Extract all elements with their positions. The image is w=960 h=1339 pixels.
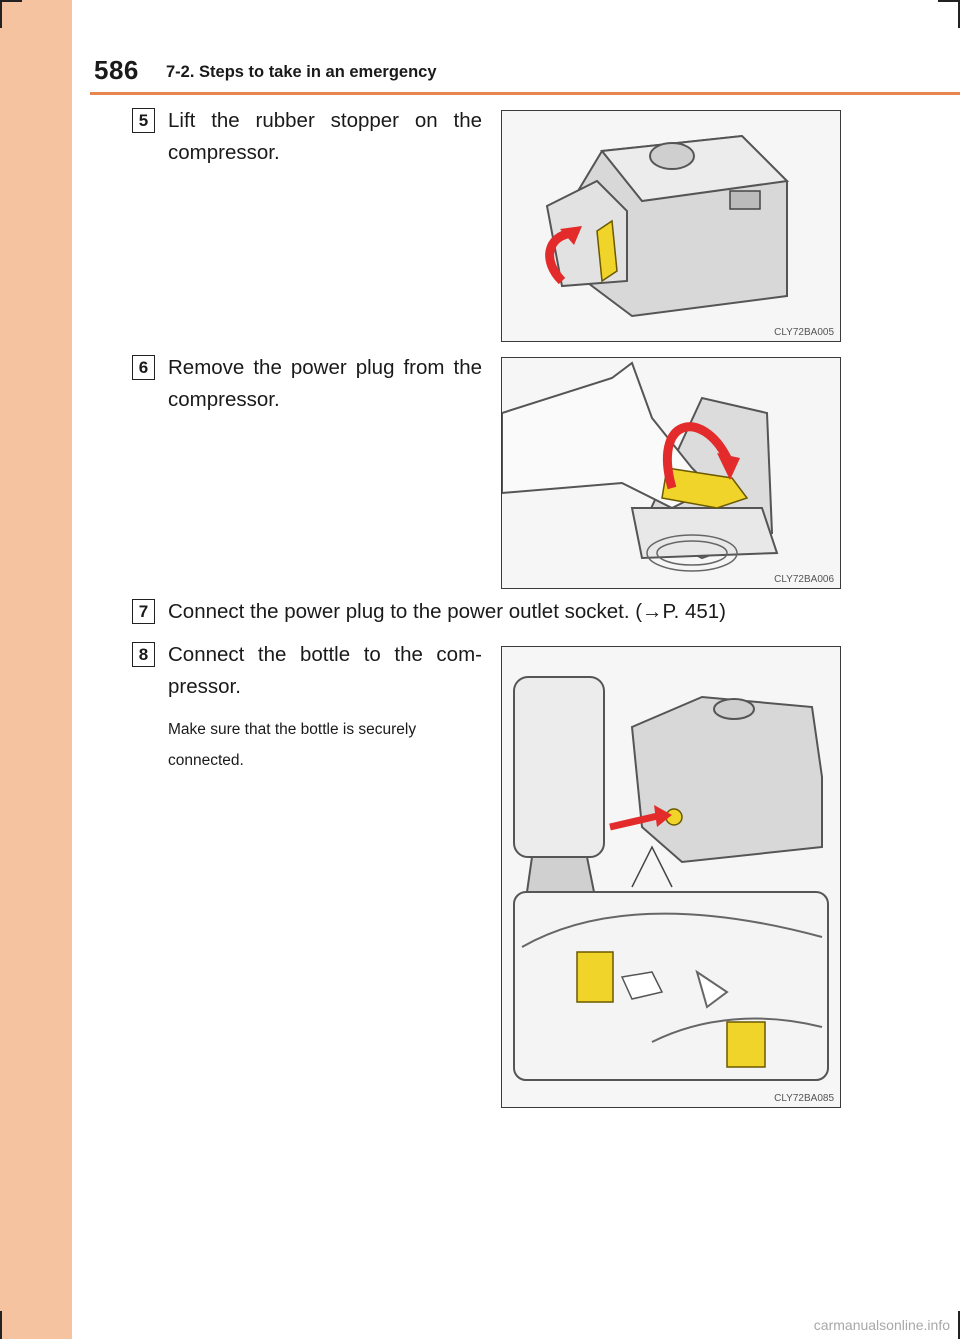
figure-code: CLY72BA085 (774, 1093, 834, 1104)
step-6-text: Remove the power plug from the compresso… (168, 356, 482, 411)
crop-mark-top-right-h (938, 0, 960, 2)
side-band (0, 0, 72, 1339)
step-number-7: 7 (132, 599, 155, 624)
crop-mark-bottom-right (958, 1311, 960, 1339)
crop-mark-top-left (0, 0, 2, 28)
page-number: 586 (94, 55, 139, 85)
crop-mark-bottom-left (0, 1311, 2, 1339)
step-8-note: Make sure that the bottle is securely co… (168, 721, 417, 769)
figure-code: CLY72BA006 (774, 574, 834, 585)
figure-compressor-stopper: CLY72BA005 (501, 110, 841, 342)
header-rule (90, 92, 960, 95)
bottle-illustration (513, 676, 829, 1081)
figure-remove-plug: CLY72BA006 (501, 357, 841, 589)
plug-illustration (502, 361, 779, 572)
step-8-text: Connect the bottle to the com-pressor. (168, 643, 482, 698)
compressor-illustration (545, 134, 790, 318)
step-number-5: 5 (132, 108, 155, 133)
page-header: 586 7-2. Steps to take in an emergency (90, 52, 960, 92)
step-number-6: 6 (132, 355, 155, 380)
section-title: 7-2. Steps to take in an emergency (166, 63, 437, 81)
step-7-text: Connect the power plug to the power outl… (168, 600, 727, 623)
crop-mark-top-left-h (0, 0, 22, 2)
figure-connect-bottle: CLY72BA085 (501, 646, 841, 1108)
step-number-8: 8 (132, 642, 155, 667)
figure-code: CLY72BA005 (774, 327, 834, 338)
crop-mark-top-right (958, 0, 960, 28)
step-5-text: Lift the rubber stopper on the compresso… (168, 109, 482, 164)
watermark[interactable]: carmanualsonline.info (813, 1317, 950, 1333)
